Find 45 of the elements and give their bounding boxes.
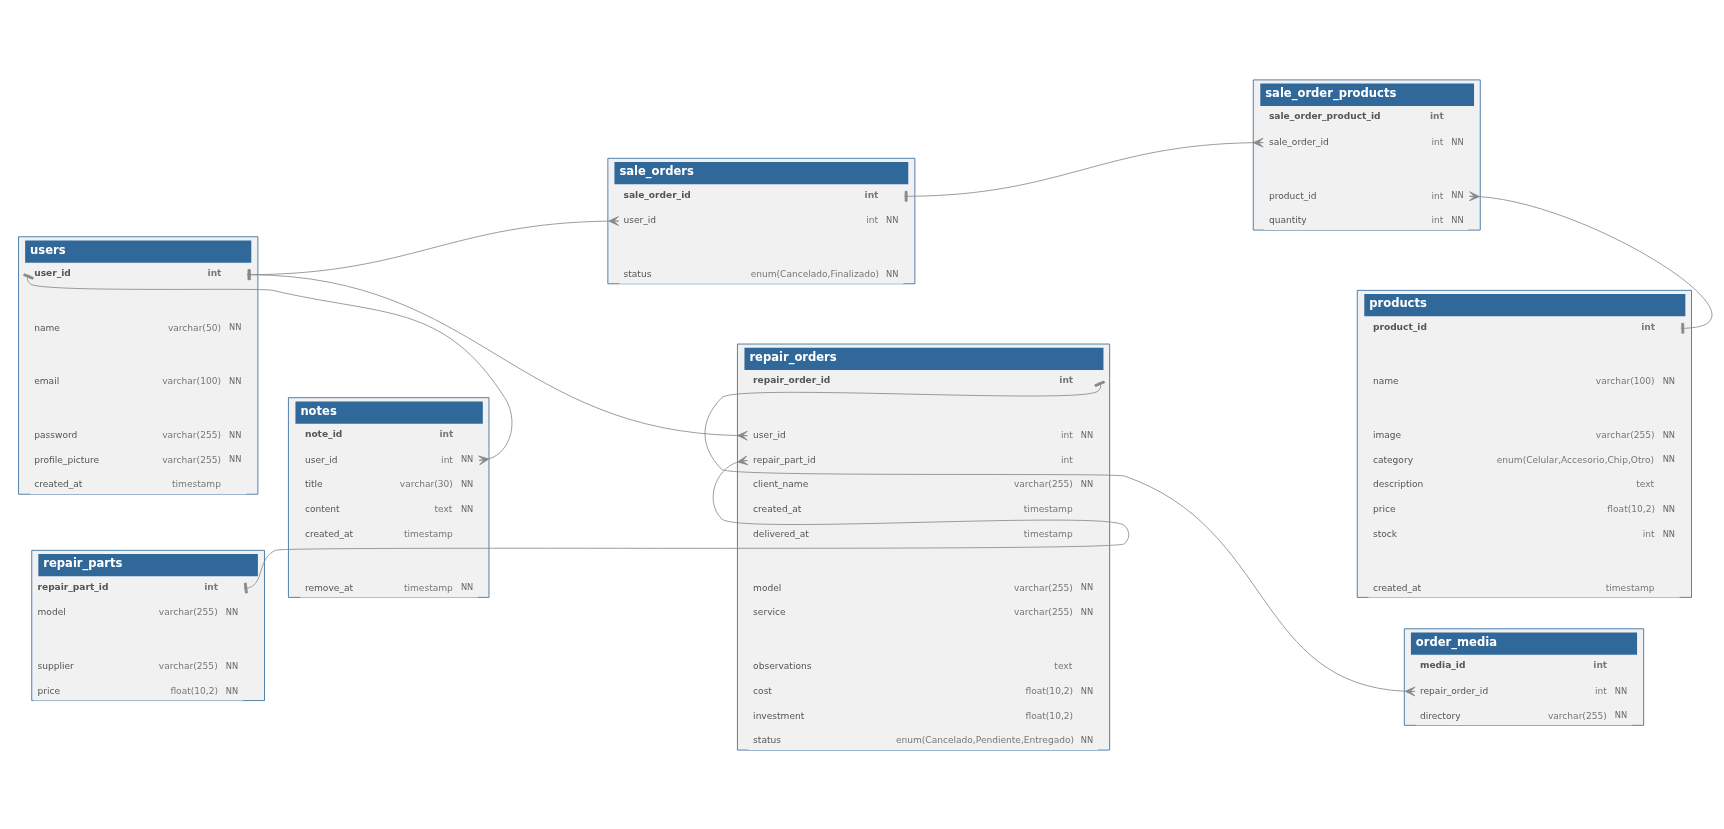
node-text: sale_order_id int [623, 189, 879, 200]
node-text: client_name varchar(255) NN [753, 478, 1094, 489]
node-text: profile_picture varchar(255) NN [34, 453, 242, 465]
node-text: user_id int NN [304, 453, 474, 465]
node-text: image varchar(255) NN [1372, 429, 1675, 440]
node-text: created_at timestamp [304, 528, 453, 539]
connector [1468, 190, 1713, 334]
node-text: model varchar(255) NN [753, 581, 1094, 593]
node-text: price float(10,2) NN [1372, 503, 1675, 514]
node-text: service varchar(255) NN [753, 606, 1094, 617]
node-text: name varchar(100) NN [1372, 375, 1675, 386]
node-text: note_id int [304, 428, 454, 439]
node-text: observations text [753, 660, 1073, 671]
node-text: media_id int [1420, 659, 1608, 670]
node-text: stock int NN [1372, 528, 1675, 539]
connector [23, 272, 513, 465]
node-text: product_id int [1372, 321, 1656, 332]
connector [243, 455, 1130, 594]
connector [903, 137, 1264, 202]
connector [246, 215, 620, 280]
node-text: user_id int [34, 267, 222, 278]
node-text: repair_part_id int [753, 454, 1073, 465]
node-text: description text [1372, 478, 1655, 489]
node-text: delivered_at timestamp [753, 528, 1073, 539]
node-text: email varchar(100) NN [34, 375, 242, 386]
node-text: cost float(10,2) NN [753, 685, 1094, 696]
node-text: model varchar(255) NN [37, 606, 239, 617]
node-text: user_id int NN [753, 429, 1094, 440]
node-text: content text NN [304, 503, 474, 514]
connector [246, 268, 748, 440]
node-text: user_id int NN [623, 214, 899, 225]
node-text: password varchar(255) NN [34, 429, 242, 440]
node-text: created_at timestamp [753, 503, 1073, 514]
node-text: supplier varchar(255) NN [37, 660, 239, 671]
node-text: sale_order_id int NN [1268, 136, 1464, 147]
node-text: name varchar(50) NN [34, 321, 242, 333]
node-text: title varchar(30) NN [304, 478, 474, 489]
connector [704, 380, 1416, 696]
node-text: product_id int NN [1268, 189, 1464, 201]
node-text: investment float(10,2) [753, 710, 1074, 721]
node-text: category enum(Celular,Accesorio,Chip,Otro) NN [1372, 453, 1675, 465]
node-text: sale_order_product_id int [1268, 110, 1444, 121]
node-text: repair_part_id int [37, 581, 219, 592]
node-text: repair_order_id int [753, 374, 1074, 385]
node-text: repair_order_id int NN [1420, 685, 1628, 696]
